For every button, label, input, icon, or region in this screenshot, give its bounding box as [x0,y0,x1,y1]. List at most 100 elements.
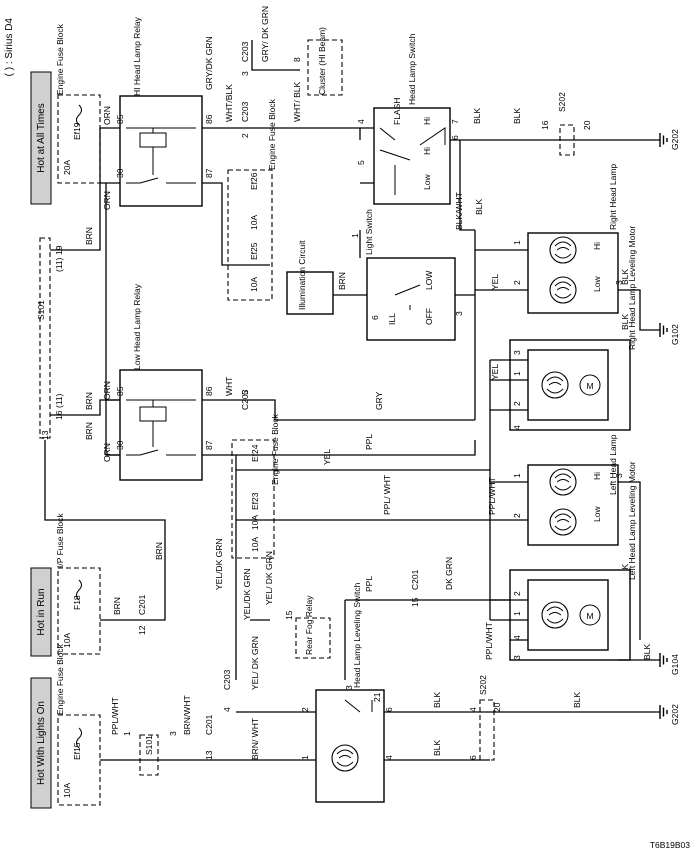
svg-text:PPL: PPL [364,434,374,450]
svg-text:10A: 10A [62,633,72,648]
svg-text:87: 87 [204,168,214,178]
svg-text:GRY/DK GRN: GRY/DK GRN [204,36,214,90]
splice-s202-bottom [479,699,495,761]
svg-text:PPL/WHT: PPL/WHT [484,622,494,660]
svg-text:C203: C203 [240,101,250,122]
svg-text:YEL: YEL [490,364,500,380]
svg-text:Hi: Hi [422,147,432,155]
svg-text:YEL: YEL [322,449,332,465]
svg-text:BLK: BLK [620,314,630,330]
svg-text:M: M [586,611,593,621]
svg-text:12: 12 [137,625,147,635]
svg-text:S101: S101 [36,300,46,320]
ground-g202-bottom: G202 [670,704,680,725]
svg-text:Low: Low [592,506,602,522]
svg-text:2: 2 [512,401,522,406]
svg-text:13: 13 [40,430,50,440]
svg-text:YEL: YEL [490,274,500,290]
hot-in-run-label: Hot in Run [36,588,47,635]
svg-text:ORN: ORN [102,106,112,125]
svg-text:Right Head Lamp: Right Head Lamp [608,164,618,230]
svg-text:LOW: LOW [424,271,434,290]
svg-text:ORN: ORN [102,191,112,210]
svg-text:BRN/ WHT: BRN/ WHT [250,718,260,760]
svg-text:BRN: BRN [84,392,94,410]
svg-text:3: 3 [454,311,464,316]
hot-at-all-times-label: Hot at All Times [36,103,47,172]
svg-text:BRN: BRN [112,597,122,615]
svg-text:3: 3 [512,655,522,660]
svg-text:DK GRN: DK GRN [444,557,454,590]
svg-text:Illumination Circuit: Illumination Circuit [297,240,307,310]
svg-text:20A: 20A [62,160,72,175]
svg-text:Head Lamp Leveling Switch: Head Lamp Leveling Switch [352,582,362,688]
hot-with-lights-on-bar [30,677,52,809]
svg-text:PPL: PPL [364,576,374,592]
svg-text:30: 30 [115,440,125,450]
svg-text:10A: 10A [62,783,72,798]
svg-text:Engine Fuse Block: Engine Fuse Block [270,413,280,485]
svg-text:2: 2 [240,133,250,138]
ef25-ef26-fuse-block [227,169,273,301]
svg-text:2: 2 [300,707,310,712]
rear-fog-relay [295,617,331,659]
svg-text:Cluster (HI Beam): Cluster (HI Beam) [317,27,327,95]
svg-text:4: 4 [356,119,366,124]
svg-text:Hi: Hi [592,472,602,480]
f18-label: F18 [72,595,82,610]
svg-text:85: 85 [115,114,125,124]
svg-text:3: 3 [240,71,250,76]
svg-text:15: 15 [410,597,420,607]
svg-text:Engine Fuse Block: Engine Fuse Block [55,23,65,95]
svg-text:Head Lamp Switch: Head Lamp Switch [407,33,417,105]
svg-text:I/P Fuse Block: I/P Fuse Block [55,513,65,568]
svg-text:GRY/ DK GRN: GRY/ DK GRN [260,6,270,62]
svg-text:Left Head Lamp Leveling Motor: Left Head Lamp Leveling Motor [627,461,637,580]
head-lamp-switch [373,107,451,205]
svg-text:Ef25: Ef25 [249,242,259,260]
svg-text:Hi: Hi [592,242,602,250]
svg-text:YEL/DK GRN: YEL/DK GRN [242,569,252,621]
ef15-label: Ef15 [72,742,82,760]
svg-text:BLK: BLK [620,269,630,285]
svg-text:YEL/ DK GRN: YEL/ DK GRN [264,551,274,605]
ground-g104: G104 [670,654,680,675]
svg-text:Left Head Lamp: Left Head Lamp [608,434,618,495]
svg-text:C203: C203 [240,41,250,62]
svg-text:10A: 10A [250,537,260,552]
svg-text:PPL/WHT: PPL/WHT [487,477,497,515]
hot-at-all-times-bar [30,71,52,205]
svg-text:BRN: BRN [337,272,347,290]
svg-text:BLK/WHT: BLK/WHT [454,192,464,230]
svg-text:10A: 10A [250,515,260,530]
ef15-fuse-block [57,714,101,806]
svg-text:Ef24: Ef24 [250,444,260,462]
svg-text:3: 3 [512,350,522,355]
svg-text:5: 5 [240,390,250,395]
splice-s101 [39,237,51,439]
svg-text:1: 1 [122,731,132,736]
figure-code: T6B19B03 [650,840,690,850]
splice-s202-top [559,124,575,156]
svg-text:6: 6 [370,315,380,320]
svg-text:Low: Low [592,276,602,292]
svg-text:3: 3 [614,280,624,285]
svg-text:(11): (11) [54,257,64,272]
hi-head-lamp-relay [119,95,203,207]
header-note: ( ) : Sirius D4 [4,18,15,77]
svg-text:1: 1 [512,240,522,245]
svg-text:GRY: GRY [374,391,384,410]
svg-text:3: 3 [168,731,178,736]
svg-text:OFF: OFF [424,308,434,325]
svg-text:30: 30 [115,168,125,178]
svg-text:15: 15 [284,610,294,620]
svg-text:16: 16 [540,120,550,130]
svg-text:Hi: Hi [422,117,432,125]
svg-text:YEL/ DK GRN: YEL/ DK GRN [250,636,260,690]
svg-text:4: 4 [512,635,522,640]
ef23-ef24-fuse-block [231,439,275,559]
svg-text:BLK: BLK [432,740,442,756]
svg-text:YEL/DK GRN: YEL/DK GRN [214,539,224,591]
svg-text:10A: 10A [249,277,259,292]
